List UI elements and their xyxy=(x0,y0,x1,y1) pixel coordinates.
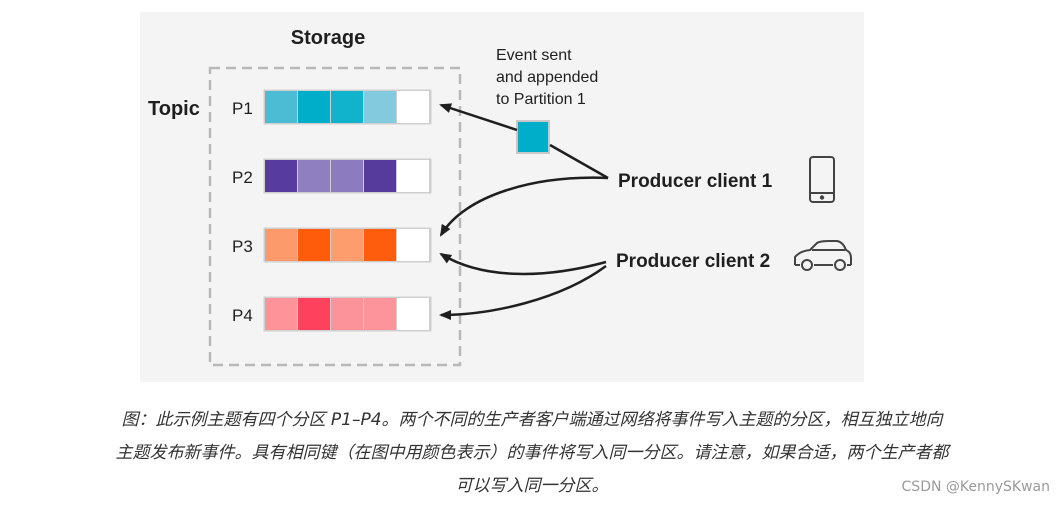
partition-cell-p1-2 xyxy=(298,91,330,123)
partition-label-p4: P4 xyxy=(232,306,253,325)
partition-cell-p2-5 xyxy=(397,160,429,192)
event-label-line-3: to Partition 1 xyxy=(496,91,586,108)
partition-cell-p2-1 xyxy=(265,160,297,192)
arrow-producer2-to-p4 xyxy=(439,264,607,320)
partition-cell-p2-2 xyxy=(298,160,330,192)
diagram-panel xyxy=(140,12,864,382)
partition-cells xyxy=(263,89,432,332)
partition-cell-p4-5 xyxy=(397,298,429,330)
arrow-producer2-to-p3 xyxy=(439,252,607,276)
caption-line-3: 可以写入同一分区。 xyxy=(455,476,609,496)
caption-line-2: 主题发布新事件。具有相同键（在图中用颜色表示）的事件将写入同一分区。请注意，如果… xyxy=(115,443,949,463)
partition-cell-p1-3 xyxy=(331,91,363,123)
partition-cell-p3-5 xyxy=(397,229,429,261)
partition-cell-p4-4 xyxy=(364,298,396,330)
partition-label-p2: P2 xyxy=(232,168,253,187)
partition-cell-p3-2 xyxy=(298,229,330,261)
partition-label-p3: P3 xyxy=(232,237,253,256)
partition-cell-p3-3 xyxy=(331,229,363,261)
partition-cell-p4-1 xyxy=(265,298,297,330)
partition-cell-p2-3 xyxy=(331,160,363,192)
producer-client-2-label: Producer client 2 xyxy=(616,251,770,272)
car-icon xyxy=(794,240,852,271)
producer-client-1-label: Producer client 1 xyxy=(618,171,773,192)
partition-cell-p4-2 xyxy=(298,298,330,330)
event-label-line-1: Event sent xyxy=(496,47,572,64)
partition-cell-p1-5 xyxy=(397,91,429,123)
arrow-producer1-to-p3 xyxy=(439,176,609,237)
csdn-watermark: CSDN @KennySKwan xyxy=(901,479,1050,495)
connector-producer1-to-event xyxy=(549,143,609,180)
topic-label: Topic xyxy=(148,98,200,120)
partition-cell-p2-4 xyxy=(364,160,396,192)
arrow-event-to-p1 xyxy=(439,103,518,132)
storage-label: Storage xyxy=(291,27,365,49)
partition-cell-p4-3 xyxy=(331,298,363,330)
partition-label-p1: P1 xyxy=(232,99,253,118)
caption-line-1: 图：此示例主题有四个分区 P1–P4。两个不同的生产者客户端通过网络将事件写入主… xyxy=(121,410,943,430)
event-label-line-2: and appended xyxy=(496,69,598,86)
partition-cell-p1-4 xyxy=(364,91,396,123)
partition-cell-p1-1 xyxy=(265,91,297,123)
event-box xyxy=(516,120,550,154)
partition-cell-p3-4 xyxy=(364,229,396,261)
partition-cell-p3-1 xyxy=(265,229,297,261)
storage-box xyxy=(208,66,462,367)
smartphone-icon xyxy=(809,156,835,203)
